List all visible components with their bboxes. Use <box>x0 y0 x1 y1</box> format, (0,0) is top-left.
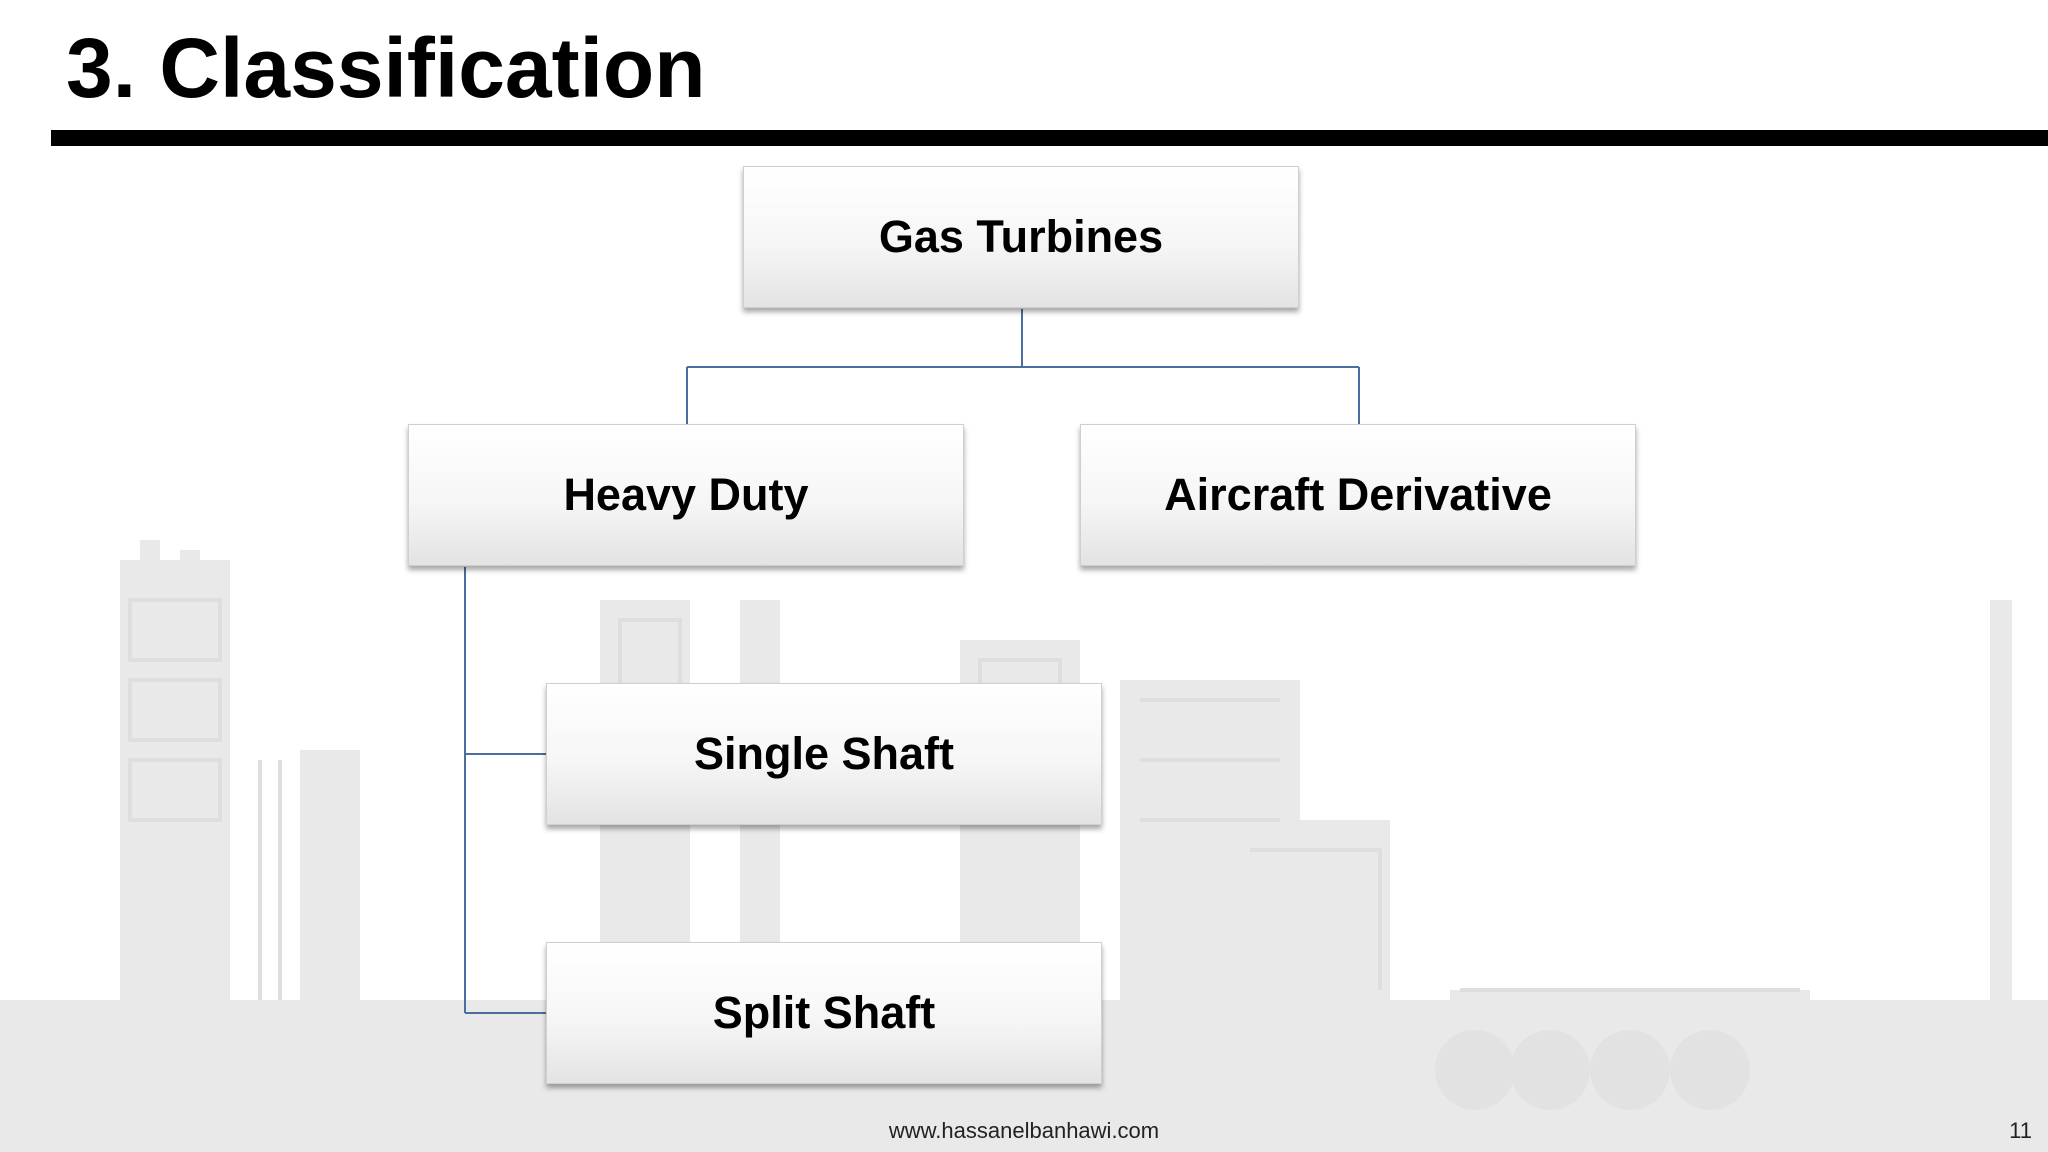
footer-url: www.hassanelbanhawi.com <box>888 1118 1160 1143</box>
slide-title: 3. Classification <box>66 21 706 115</box>
node-label: Split Shaft <box>712 987 936 1038</box>
page-number: 11 <box>2009 1118 2032 1143</box>
node-single-shaft: Single Shaft <box>546 683 1102 825</box>
node-aircraft-derivative: Aircraft Derivative <box>1080 424 1636 566</box>
node-split-shaft: Split Shaft <box>546 942 1102 1084</box>
node-label: Heavy Duty <box>563 469 809 520</box>
node-gas-turbines: Gas Turbines <box>743 166 1299 308</box>
node-label: Single Shaft <box>693 728 955 779</box>
node-label: Aircraft Derivative <box>1164 469 1552 520</box>
node-heavy-duty: Heavy Duty <box>408 424 964 566</box>
node-label: Gas Turbines <box>878 211 1164 262</box>
title-underline <box>51 130 2048 146</box>
